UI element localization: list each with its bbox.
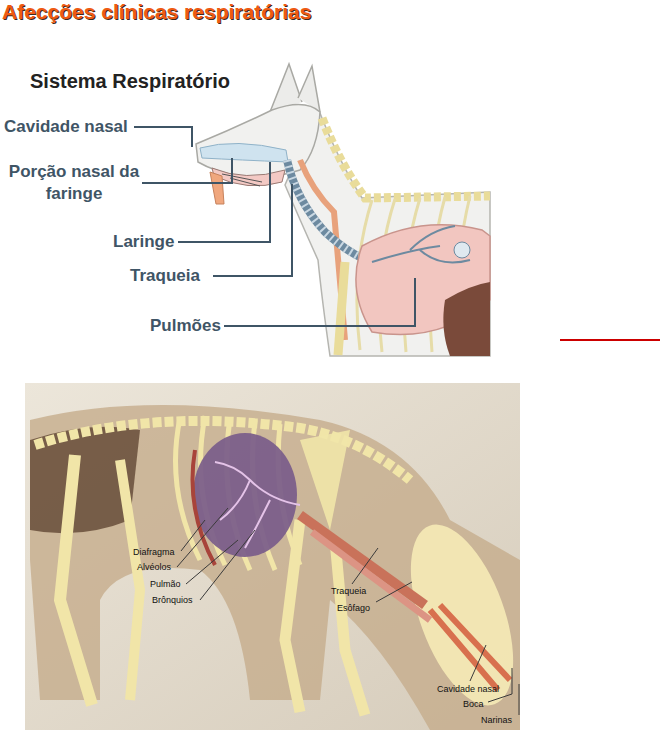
leader-lines-part: [352, 548, 378, 584]
part-label: Alvéolos: [137, 562, 171, 573]
dog-respiratory-sketch-part: [338, 262, 345, 355]
dog-respiratory-sketch-part: [287, 160, 372, 262]
figure-heading: Sistema Respiratório: [30, 70, 230, 93]
dog-respiratory-sketch-part: [0, 60, 490, 356]
part-label: Narinas: [481, 715, 512, 726]
dog-respiratory-sketch-part: [454, 242, 470, 258]
dog-skeleton-illustration-part: [312, 532, 430, 620]
dog-skeleton-illustration-part: [176, 416, 301, 570]
dog-respiratory-sketch-part: [443, 282, 490, 356]
dog-respiratory-sketch: [0, 60, 490, 356]
leader-lines: [177, 508, 519, 715]
leader-lines-part: [376, 582, 412, 602]
part-label: Boca: [463, 699, 484, 710]
leader-lines-part: [178, 162, 270, 242]
dog-skeleton-illustration: [25, 383, 534, 730]
part-label: Cavidade nasal: [4, 116, 128, 138]
dog-respiratory-sketch-part: [210, 172, 224, 204]
part-label: Porção nasal da faringe: [8, 161, 140, 205]
dog-skeleton-illustration-part: [193, 433, 297, 557]
part-label: Diafragma: [133, 547, 175, 558]
dog-respiratory-sketch-part: [285, 108, 490, 356]
leader-lines-part: [177, 508, 228, 567]
page-title: Afecções clínicas respiratórias: [2, 0, 311, 24]
red-rule: [560, 339, 660, 341]
part-label: Cavidade nasal: [437, 684, 499, 695]
dog-respiratory-sketch-part: [222, 174, 262, 186]
part-label: Traqueia: [331, 586, 366, 597]
part-label: Pulmões: [150, 315, 221, 337]
dog-skeleton-illustration-part: [430, 605, 510, 690]
dog-skeleton-illustration-part: [215, 462, 300, 548]
leader-lines-part: [200, 530, 255, 600]
dog-respiratory-sketch-part: [372, 226, 470, 262]
dog-skeleton-illustration-part: [390, 511, 534, 718]
part-label: Brônquios: [152, 595, 193, 606]
leader-lines-part: [134, 127, 192, 147]
leader-lines: [134, 127, 415, 326]
dog-skeleton-illustration-part: [193, 450, 216, 565]
part-label: Esôfago: [337, 603, 370, 614]
leader-lines-part: [213, 184, 292, 276]
dog-respiratory-sketch-part: [322, 118, 490, 198]
part-label: Traqueia: [130, 265, 200, 287]
dog-skeleton-illustration-part: [60, 455, 92, 705]
dog-skeleton-illustration-part: [300, 515, 425, 605]
leader-lines-part: [224, 278, 415, 326]
part-label: Laringe: [113, 231, 174, 253]
part-label: Pulmão: [150, 579, 181, 590]
leader-lines-part: [470, 645, 486, 681]
dog-respiratory-sketch-part: [200, 143, 288, 162]
leader-lines-part: [519, 684, 520, 715]
leader-lines-part: [142, 158, 232, 183]
leader-lines-part: [181, 520, 205, 551]
dog-skeleton-illustration-part: [285, 520, 300, 712]
dog-skeleton-illustration-part: [120, 460, 140, 700]
dog-respiratory-sketch-part: [287, 160, 372, 262]
